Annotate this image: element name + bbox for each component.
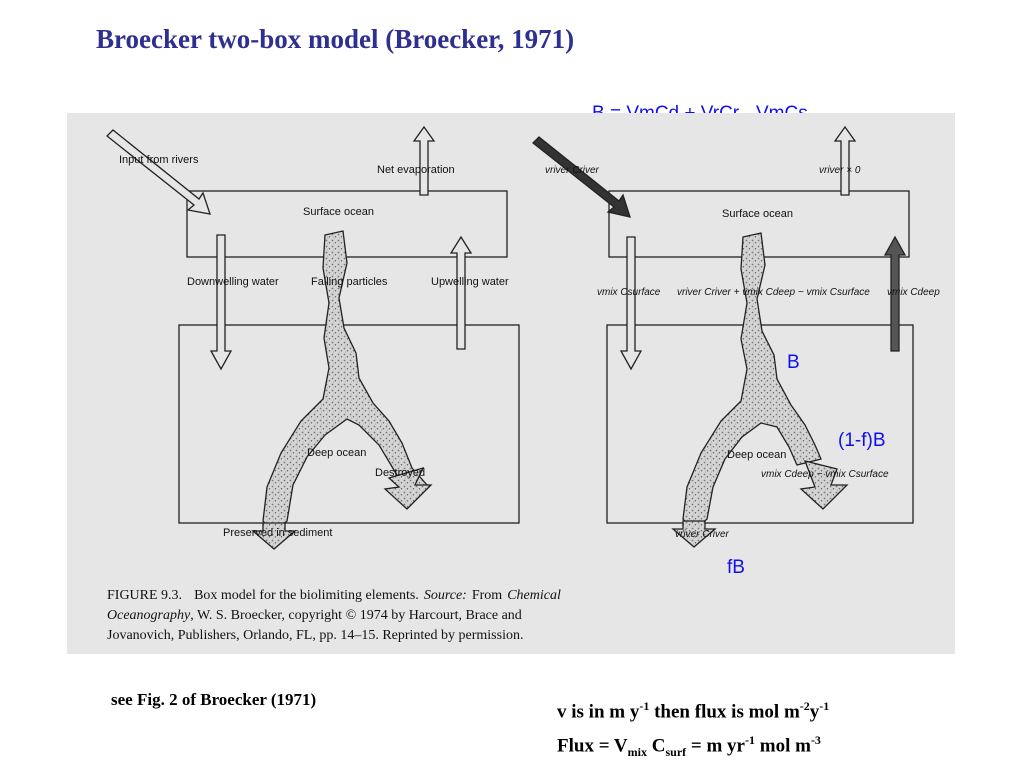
input-from-rivers-label: Input from rivers: [119, 154, 199, 166]
left-deep-box: [178, 324, 520, 524]
f-b-label: fB: [727, 557, 745, 578]
downwelling-arrow: [209, 234, 233, 371]
surface-ocean-label-right: Surface ocean: [722, 208, 793, 220]
footer-units: v is in m y-1 then flux is mol m-2y-1 Fl…: [557, 692, 829, 766]
b-label: B: [787, 352, 800, 373]
up-flux-label: vmix Cdeep: [887, 287, 940, 298]
upwelling-arrow: [449, 235, 473, 350]
sediment-arrow-right: [671, 520, 717, 548]
footer-reference: see Fig. 2 of Broecker (1971): [111, 690, 317, 709]
preserved-label: Preserved in sediment: [223, 527, 332, 539]
svg-text:Oceanography, W. S. Broecker,: Oceanography, W. S. Broecker, copyright …: [107, 608, 522, 623]
river-input-flux-label: vriver Criver: [545, 165, 600, 176]
deep-ocean-label-right: Deep ocean: [727, 449, 786, 461]
preserved-arrow: [251, 522, 297, 550]
left-surface-box: [186, 190, 508, 258]
down-flux-arrow: [619, 236, 643, 371]
caption-figure-number: FIGURE 9.3.: [107, 588, 182, 603]
destroyed-label: Destroyed: [375, 467, 425, 479]
units-line-1: v is in m y-1 then flux is mol m-2y-1: [557, 699, 830, 723]
downwelling-label: Downwelling water: [187, 276, 279, 288]
upwelling-label: Upwelling water: [431, 276, 509, 288]
right-box-diagram: vriver Criver vriver × 0 Surface ocean v…: [532, 125, 940, 548]
destroyed-arrow: [383, 466, 433, 510]
scanned-figure: Input from rivers Net evaporation Surfac…: [67, 113, 955, 654]
falling-particles-label: Falling particles: [311, 276, 388, 288]
svg-text:Jovanovich, Publishers, Orland: Jovanovich, Publishers, Orlando, FL, pp.…: [107, 628, 523, 643]
deep-ocean-label-left: Deep ocean: [307, 447, 366, 459]
figure-caption: FIGURE 9.3.Box model for the biolimiting…: [107, 588, 561, 643]
particle-band-right: [682, 232, 822, 532]
surface-ocean-label-left: Surface ocean: [303, 206, 374, 218]
down-flux-label: vmix Csurface: [597, 287, 661, 298]
box-model-diagram: Input from rivers Net evaporation Surfac…: [106, 125, 940, 643]
sediment-flux-label: vriver Criver: [675, 529, 730, 540]
up-flux-arrow: [883, 235, 907, 352]
particle-flux-label: vriver Criver + vmix Cdeep − vmix Csurfa…: [677, 287, 870, 298]
evaporation-arrow: [412, 125, 436, 196]
river-input-arrow-right: [532, 136, 631, 218]
river-evap-flux-label: vriver × 0: [819, 165, 861, 176]
destroyed-arrow-right: [799, 460, 849, 510]
evaporation-arrow-right: [833, 125, 857, 196]
river-input-arrow: [106, 129, 211, 215]
one-minus-f-b-label: (1-f)B: [838, 430, 886, 451]
left-box-diagram: Input from rivers Net evaporation Surfac…: [106, 125, 520, 550]
units-line-2: Flux = Vmix Csurf = m yr-1 mol m-3: [557, 733, 821, 760]
destroyed-flux-label: vmix Cdeep − vmix Csurface: [761, 469, 889, 480]
falling-particles-band: [262, 230, 429, 534]
svg-text:FIGURE 9.3.Box model for the b: FIGURE 9.3.Box model for the biolimiting…: [107, 588, 561, 603]
net-evaporation-label: Net evaporation: [377, 164, 455, 176]
slide-title: Broecker two-box model (Broecker, 1971): [96, 24, 575, 54]
